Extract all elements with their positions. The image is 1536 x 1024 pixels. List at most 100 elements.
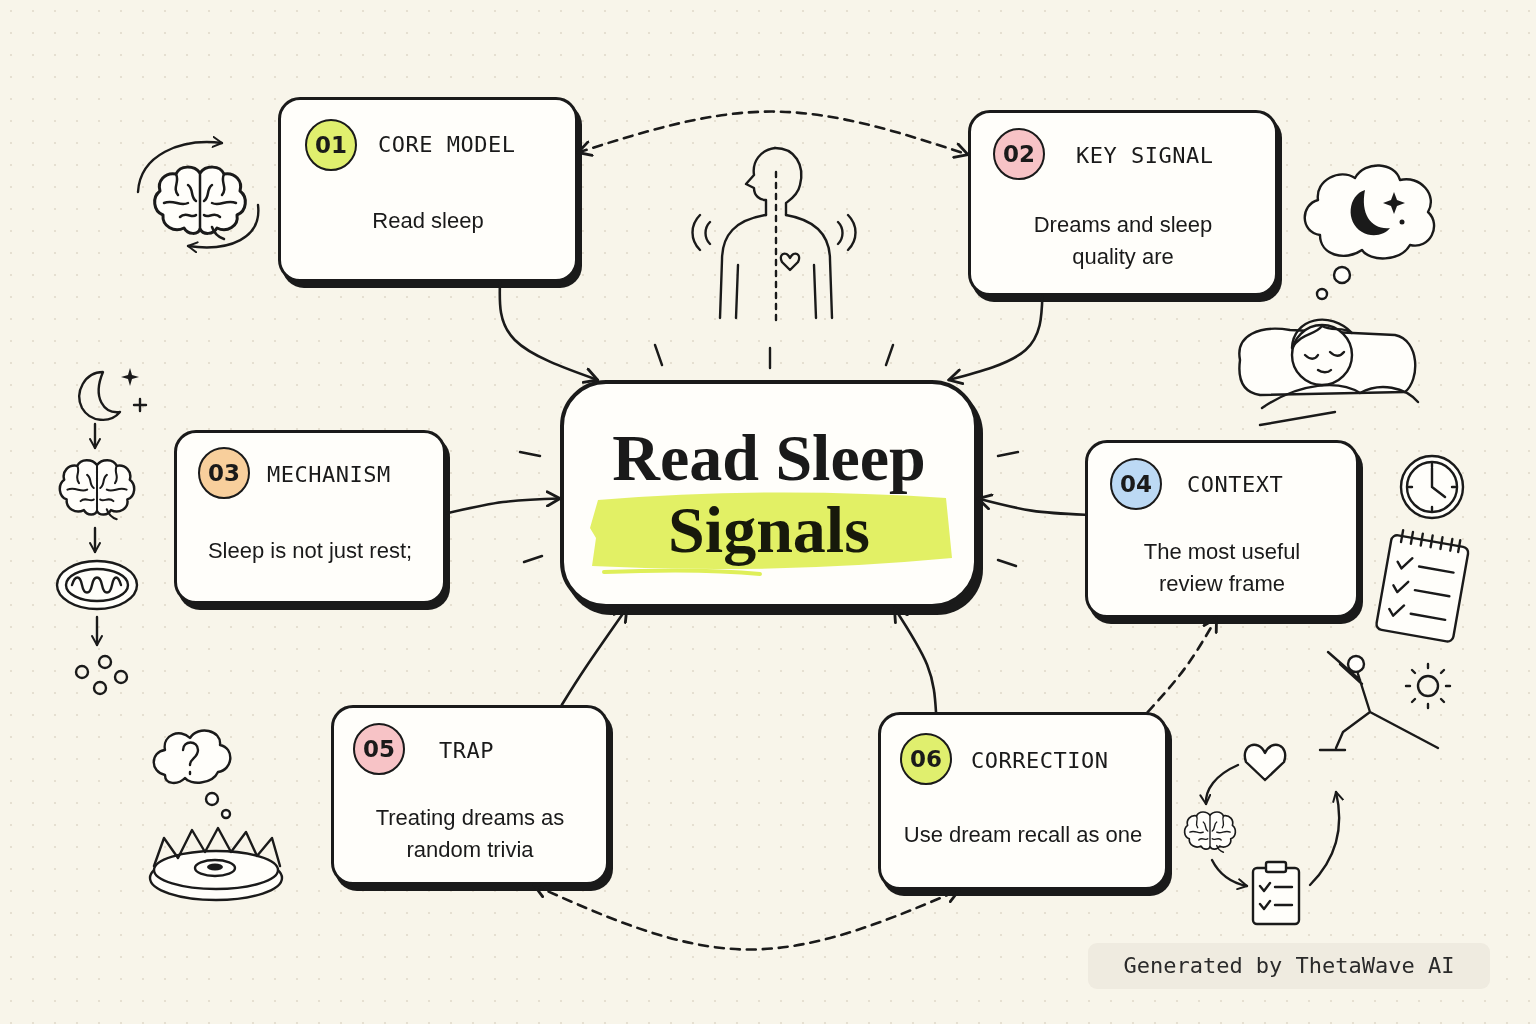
connector-arrow <box>500 282 598 380</box>
step-number: 04 <box>1120 471 1152 497</box>
body-face <box>746 148 775 215</box>
hub-title: Read Sleep Signals <box>564 422 974 566</box>
sleeper-hair <box>1292 320 1352 348</box>
title-highlight <box>590 492 952 569</box>
highlight-streak <box>604 570 760 574</box>
connector-arrow <box>978 499 1085 515</box>
card-heading: MECHANISM <box>267 462 391 488</box>
concept-card: 05 TRAP Treating dreams as random trivia <box>331 705 609 885</box>
question-cloud <box>154 731 231 783</box>
sun-rays <box>1406 664 1450 708</box>
cycle-arrow <box>1212 860 1247 886</box>
blanket <box>1260 385 1418 425</box>
mitochondria-outline <box>57 561 137 609</box>
concept-card: 04CONTEXTThe most useful review frame <box>1085 440 1359 618</box>
notepad-icon <box>1376 528 1471 642</box>
clipboard-checks <box>1260 883 1292 909</box>
moon-icon <box>79 372 120 420</box>
energy-dot <box>115 671 127 683</box>
sleeper-face <box>1292 325 1352 385</box>
step-number: 01 <box>315 132 347 158</box>
card-heading: CORE MODEL <box>378 132 515 158</box>
card-body: Treating dreams as random trivia <box>334 794 606 874</box>
step-number: 02 <box>1003 141 1035 167</box>
connector-arrow <box>562 608 627 705</box>
notepad-rings <box>1401 530 1460 552</box>
energy-dot <box>99 656 111 668</box>
sleeper-features <box>1305 352 1344 372</box>
connector-arrow <box>894 608 936 712</box>
body-spine <box>775 172 777 320</box>
yoga-figure <box>1320 652 1438 750</box>
watermark-box <box>1088 943 1490 989</box>
number-badge: 03 <box>198 447 250 499</box>
trap-ring <box>154 851 278 889</box>
sun-icon <box>1418 676 1438 696</box>
card-body: The most useful review frame <box>1088 528 1356 608</box>
step-number: 05 <box>363 736 395 762</box>
mitochondria-cristae <box>72 578 121 593</box>
card-heading: TRAP <box>439 738 494 764</box>
energy-dot <box>76 666 88 678</box>
checklist-lines <box>1388 556 1455 625</box>
thought-bubble <box>1334 267 1350 283</box>
trap-trigger <box>207 864 223 871</box>
number-badge: 02 <box>993 128 1045 180</box>
hub-box: Read Sleep Signals <box>560 380 978 608</box>
number-badge: 04 <box>1110 458 1162 510</box>
brain-icon <box>1185 812 1236 852</box>
connector-arrow <box>1148 618 1217 712</box>
cycle-arrow <box>138 142 222 192</box>
card-body: Read sleep <box>281 181 575 261</box>
number-badge: 01 <box>305 119 357 171</box>
card-body: Sleep is not just rest; <box>177 511 443 591</box>
concept-card: 03 MECHANISM Sleep is not just rest; <box>174 430 446 604</box>
concept-card: 02 KEY SIGNAL Dreams and sleep quality are <box>968 110 1278 296</box>
watermark-label: Generated by ThetaWave AI <box>1092 951 1486 981</box>
flow-arrow <box>94 528 96 552</box>
thought-cloud <box>1305 165 1434 258</box>
connector-arrow <box>578 112 968 155</box>
flow-arrow <box>96 617 98 645</box>
cycle-arrow <box>188 205 258 247</box>
card-body: Use dream recall as one <box>881 795 1165 875</box>
flow-arrow <box>94 424 96 448</box>
clock-rim <box>1407 462 1457 512</box>
clock-hands <box>1409 464 1455 510</box>
mitochondria-inner <box>66 569 128 601</box>
thought-bubble <box>206 793 218 805</box>
concept-card: 06 CORRECTION Use dream recall as one <box>878 712 1168 890</box>
brain-icon <box>155 167 246 239</box>
moon-icon <box>1351 190 1390 235</box>
thought-bubble <box>222 810 230 818</box>
connector-arrow <box>446 499 560 514</box>
signal-waves <box>693 215 856 250</box>
trap-plate <box>195 860 235 876</box>
thought-bubble <box>1317 289 1327 299</box>
cycle-arrow <box>1206 765 1238 804</box>
notepad-page <box>1376 534 1469 642</box>
clock-face <box>1401 456 1463 518</box>
card-heading: CORRECTION <box>971 748 1108 774</box>
star-dot <box>1400 220 1405 225</box>
cycle-arrow <box>1310 792 1339 885</box>
star-icon <box>134 399 146 411</box>
number-badge: 05 <box>353 723 405 775</box>
figure-head <box>1348 656 1364 672</box>
connector-arrow <box>534 885 959 950</box>
card-body: Dreams and sleep quality are <box>971 201 1275 281</box>
brain-icon <box>60 460 134 519</box>
concept-card: 01 CORE MODEL Read sleep <box>278 97 578 282</box>
card-heading: KEY SIGNAL <box>1076 143 1213 169</box>
number-badge: 06 <box>900 733 952 785</box>
clipboard <box>1253 868 1299 924</box>
heart-icon <box>1245 745 1285 780</box>
question-mark-shape <box>183 743 198 775</box>
clipboard-clip <box>1266 862 1286 872</box>
heart-icon <box>781 254 799 270</box>
connector-arrow <box>949 296 1043 380</box>
